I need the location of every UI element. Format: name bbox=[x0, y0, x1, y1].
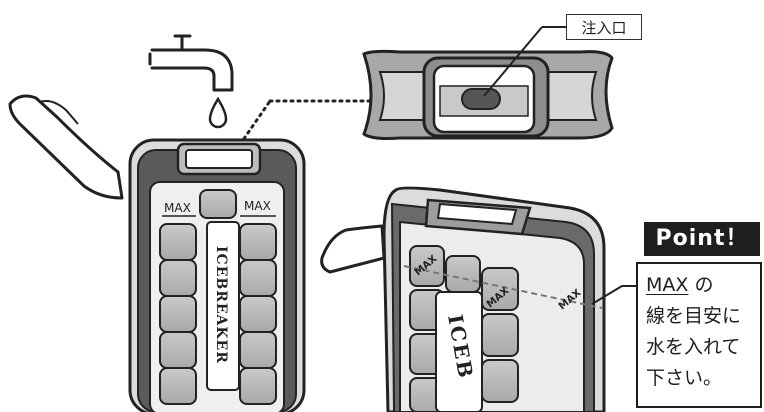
note-line-2: 線を目安に bbox=[646, 305, 742, 327]
tray-front-max-right: MAX bbox=[244, 199, 271, 213]
faucet-icon bbox=[148, 34, 234, 92]
callout-leader-diagonal bbox=[483, 26, 543, 97]
note-line-3: 水を入れて bbox=[646, 336, 741, 358]
max-fill-line bbox=[403, 265, 603, 309]
inlet-closeup bbox=[362, 49, 614, 140]
tray-front-max-left: MAX bbox=[164, 201, 191, 215]
tray-front-brand: ICEBREAKER bbox=[213, 246, 229, 364]
ice-tray-side: MAX MAX MAX ICEB bbox=[320, 186, 606, 412]
water-drop-icon bbox=[208, 96, 228, 129]
point-heading: Point！ bbox=[644, 222, 760, 256]
ice-tray-front: MAX MAX ICEBREAKER bbox=[8, 94, 306, 412]
dotted-connector bbox=[230, 99, 272, 158]
point-leader bbox=[591, 285, 636, 305]
note-line-4: 下さい。 bbox=[646, 367, 723, 389]
note-line-1: MAX の bbox=[646, 270, 760, 301]
point-note: MAX の 線を目安に 水を入れて 下さい。 bbox=[636, 262, 762, 408]
note-max-word: MAX bbox=[646, 274, 689, 296]
note-line-1-suffix: の bbox=[688, 274, 714, 296]
inlet-callout-label: 注入口 bbox=[566, 14, 642, 40]
